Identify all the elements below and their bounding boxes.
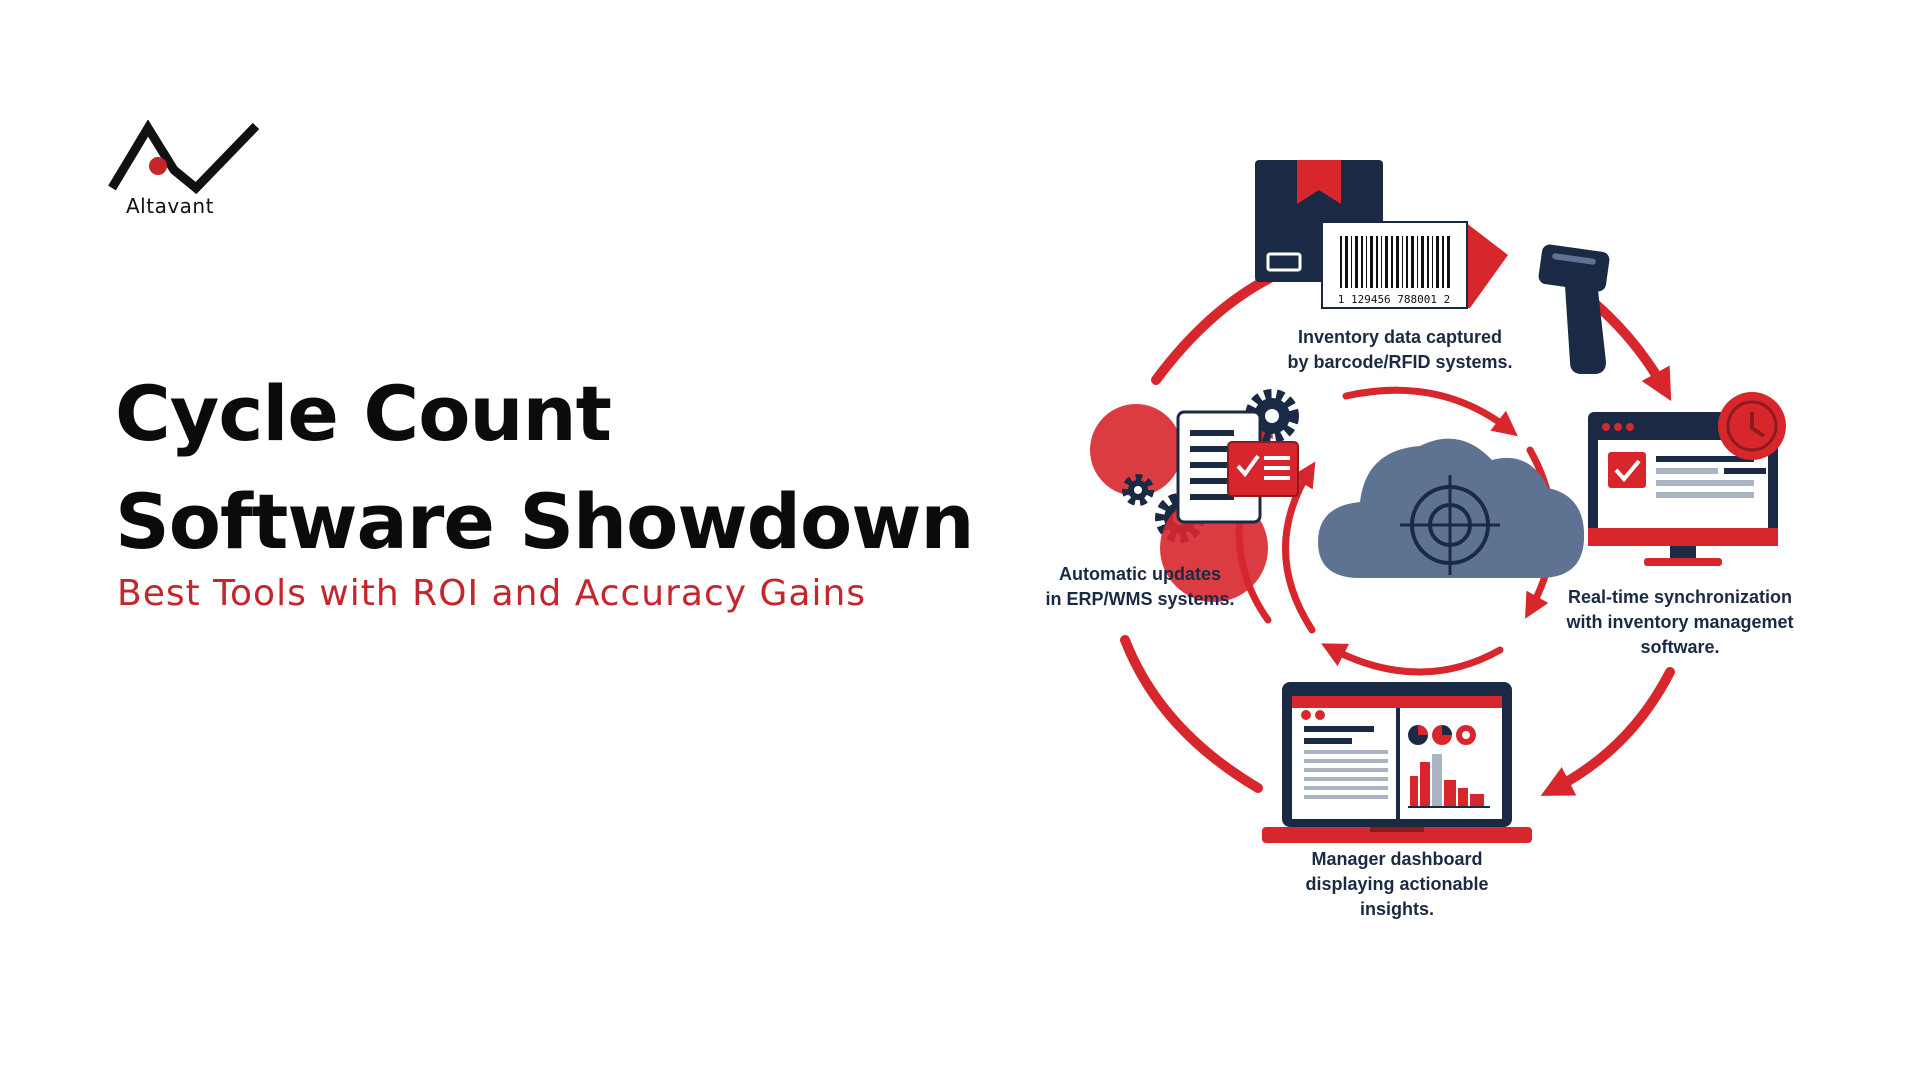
caption-step-dashboard-line-2: displaying actionable (1305, 874, 1489, 894)
page-subtitle: Best Tools with ROI and Accuracy Gains (117, 573, 867, 614)
caption-step-capture: Inventory data captured by barcode/RFID … (1240, 325, 1560, 375)
monitor-clock-icon (1588, 392, 1786, 566)
caption-step-sync-line-1: Real-time synchronization (1567, 587, 1793, 607)
caption-step-dashboard-line-1: Manager dashboard (1311, 849, 1483, 869)
brand-logo: Altavant (108, 120, 268, 220)
outer-arc-bottom-right (1540, 667, 1675, 796)
caption-step-erp-line-1: Automatic updates (1058, 564, 1222, 584)
barcode-number: 1 129456 788001 2 (1338, 293, 1451, 306)
caption-step-erp-line-2: in ERP/WMS systems. (1045, 589, 1235, 609)
caption-step-sync: Real-time synchronization with inventory… (1540, 585, 1820, 660)
outer-arc-top-left (1151, 273, 1275, 385)
title-line-1: Cycle Count (115, 369, 612, 458)
inner-arc-top (1342, 386, 1518, 437)
caption-step-dashboard: Manager dashboard displaying actionable … (1252, 847, 1542, 922)
caption-step-sync-line-2: with inventory managemet (1566, 612, 1794, 632)
cloud-target-icon (1318, 438, 1585, 578)
inner-arc-left (1282, 461, 1316, 634)
outer-arc-bottom-left (1120, 635, 1263, 793)
caption-step-capture-line-1: Inventory data captured (1297, 327, 1503, 347)
page-title: Cycle Count Software Showdown (115, 360, 975, 576)
barcode-box-icon: 1 129456 788001 2 (1255, 160, 1508, 309)
caption-step-capture-line-2: by barcode/RFID systems. (1287, 352, 1513, 372)
inner-arc-bottom (1321, 643, 1504, 676)
caption-step-erp: Automatic updates in ERP/WMS systems. (1020, 562, 1260, 612)
laptop-dashboard-icon (1262, 682, 1532, 843)
title-line-2: Software Showdown (115, 477, 975, 566)
brand-name: Altavant (126, 194, 214, 218)
document-gears-icon (1090, 389, 1299, 602)
caption-step-sync-line-3: software. (1640, 637, 1720, 657)
cycle-diagram: 1 129456 788001 2 (1000, 150, 1820, 930)
altavant-logo-mark-icon (108, 120, 260, 195)
barcode-scanner-icon (1538, 244, 1610, 374)
caption-step-dashboard-line-3: insights. (1359, 899, 1434, 919)
